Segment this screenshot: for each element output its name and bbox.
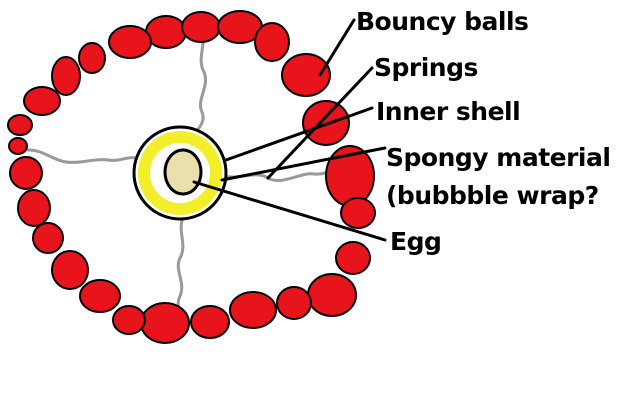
bouncy-ball — [108, 25, 152, 59]
spongy-material — [138, 131, 222, 215]
bouncy-ball — [181, 11, 221, 43]
bouncy-ball — [51, 250, 89, 290]
bouncy-ball — [32, 222, 64, 254]
bouncy-ball — [190, 305, 230, 339]
label-spongy-material: Spongy material — [386, 143, 610, 172]
label-springs: Springs — [374, 53, 478, 82]
bouncy-ball — [140, 302, 190, 344]
bouncy-ball — [8, 137, 28, 155]
inner-shell-assembly — [132, 125, 228, 221]
bouncy-ball — [112, 305, 146, 335]
bouncy-ball — [340, 197, 376, 229]
bouncy-ball — [145, 15, 187, 49]
bouncy-ball — [78, 42, 106, 74]
label-bouncy-balls: Bouncy balls — [356, 7, 528, 36]
bouncy-ball — [7, 114, 33, 136]
bouncy-ball — [229, 291, 277, 329]
spring-left — [26, 148, 138, 164]
leader-inner-shell — [224, 106, 374, 162]
bouncy-ball — [335, 241, 371, 275]
egg — [163, 148, 203, 196]
leader-bouncy-balls — [318, 18, 356, 77]
bouncy-ball — [51, 56, 81, 96]
labels: Bouncy balls Springs Inner shell Spongy … — [356, 7, 611, 256]
leader-egg — [192, 180, 387, 242]
bouncy-ball — [307, 273, 357, 317]
label-bubble-wrap: (bubbble wrap? — [386, 181, 599, 210]
bouncy-ball — [9, 156, 43, 190]
label-inner-shell: Inner shell — [376, 97, 520, 126]
leader-spongy-material — [220, 146, 387, 182]
bouncy-ball — [23, 86, 61, 116]
ball-ring — [7, 10, 376, 344]
leader-lines — [192, 18, 387, 242]
bouncy-ball — [276, 286, 312, 320]
bouncy-ball — [281, 53, 331, 97]
spring-bottom — [176, 214, 186, 318]
bouncy-ball — [17, 189, 51, 227]
spring-top — [194, 26, 207, 135]
label-egg: Egg — [390, 227, 441, 256]
leader-springs — [266, 66, 374, 180]
bouncy-ball — [254, 22, 290, 62]
bouncy-ball — [79, 279, 121, 313]
